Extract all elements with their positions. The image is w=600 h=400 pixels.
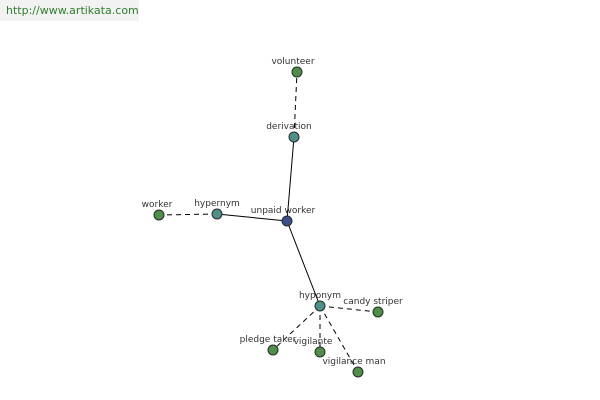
node-worker[interactable]: worker: [142, 200, 173, 221]
nodes-layer: unpaid worker derivation volunteer hypernym…: [142, 57, 403, 378]
node-dot-hyponym[interactable]: [314, 300, 326, 312]
edge-unpaid-worker-to-hyponym: [286, 220, 321, 307]
node-label-volunteer: volunteer: [271, 57, 314, 67]
node-dot-unpaid-worker[interactable]: [281, 215, 293, 227]
node-unpaid-worker[interactable]: unpaid worker: [251, 206, 316, 227]
node-label-pledge-taker: pledge taker: [240, 335, 297, 345]
node-dot-pledge-taker[interactable]: [267, 344, 279, 356]
node-vigilante[interactable]: vigilante: [294, 337, 333, 358]
node-label-derivation: derivation: [266, 122, 312, 132]
node-label-worker: worker: [142, 200, 173, 210]
edges-layer: [158, 71, 379, 373]
edge-hyponym-to-vigilance-man: [319, 305, 359, 373]
edge-unpaid-worker-to-hypernym: [216, 213, 288, 222]
node-pledge-taker[interactable]: pledge taker: [240, 335, 297, 356]
node-label-candy-striper: candy striper: [343, 297, 403, 307]
node-derivation[interactable]: derivation: [266, 122, 312, 143]
node-dot-derivation[interactable]: [288, 131, 300, 143]
edge-hypernym-to-worker: [158, 213, 218, 216]
node-hyponym[interactable]: hyponym: [299, 291, 341, 312]
site-url-link[interactable]: http://www.artikata.com: [0, 0, 139, 21]
node-candy-striper[interactable]: candy striper: [343, 297, 403, 318]
node-label-unpaid-worker: unpaid worker: [251, 206, 316, 216]
node-dot-volunteer[interactable]: [291, 66, 303, 78]
node-volunteer[interactable]: volunteer: [271, 57, 315, 78]
node-dot-hypernym[interactable]: [211, 208, 223, 220]
node-dot-vigilance-man[interactable]: [352, 366, 364, 378]
node-hypernym[interactable]: hypernym: [194, 199, 240, 220]
edge-derivation-to-volunteer: [293, 71, 298, 138]
node-dot-candy-striper[interactable]: [372, 306, 384, 318]
node-dot-worker[interactable]: [153, 209, 165, 221]
node-label-hyponym: hyponym: [299, 291, 341, 301]
edge-unpaid-worker-to-derivation: [286, 136, 295, 222]
edge-hyponym-to-candy-striper: [319, 305, 379, 313]
node-label-vigilance-man: vigilance man: [322, 357, 385, 367]
edge-hyponym-to-pledge-taker: [272, 305, 321, 351]
node-vigilance-man[interactable]: vigilance man: [322, 357, 386, 378]
node-label-hypernym: hypernym: [194, 199, 240, 209]
node-dot-vigilante[interactable]: [314, 346, 326, 358]
node-label-vigilante: vigilante: [294, 337, 333, 347]
